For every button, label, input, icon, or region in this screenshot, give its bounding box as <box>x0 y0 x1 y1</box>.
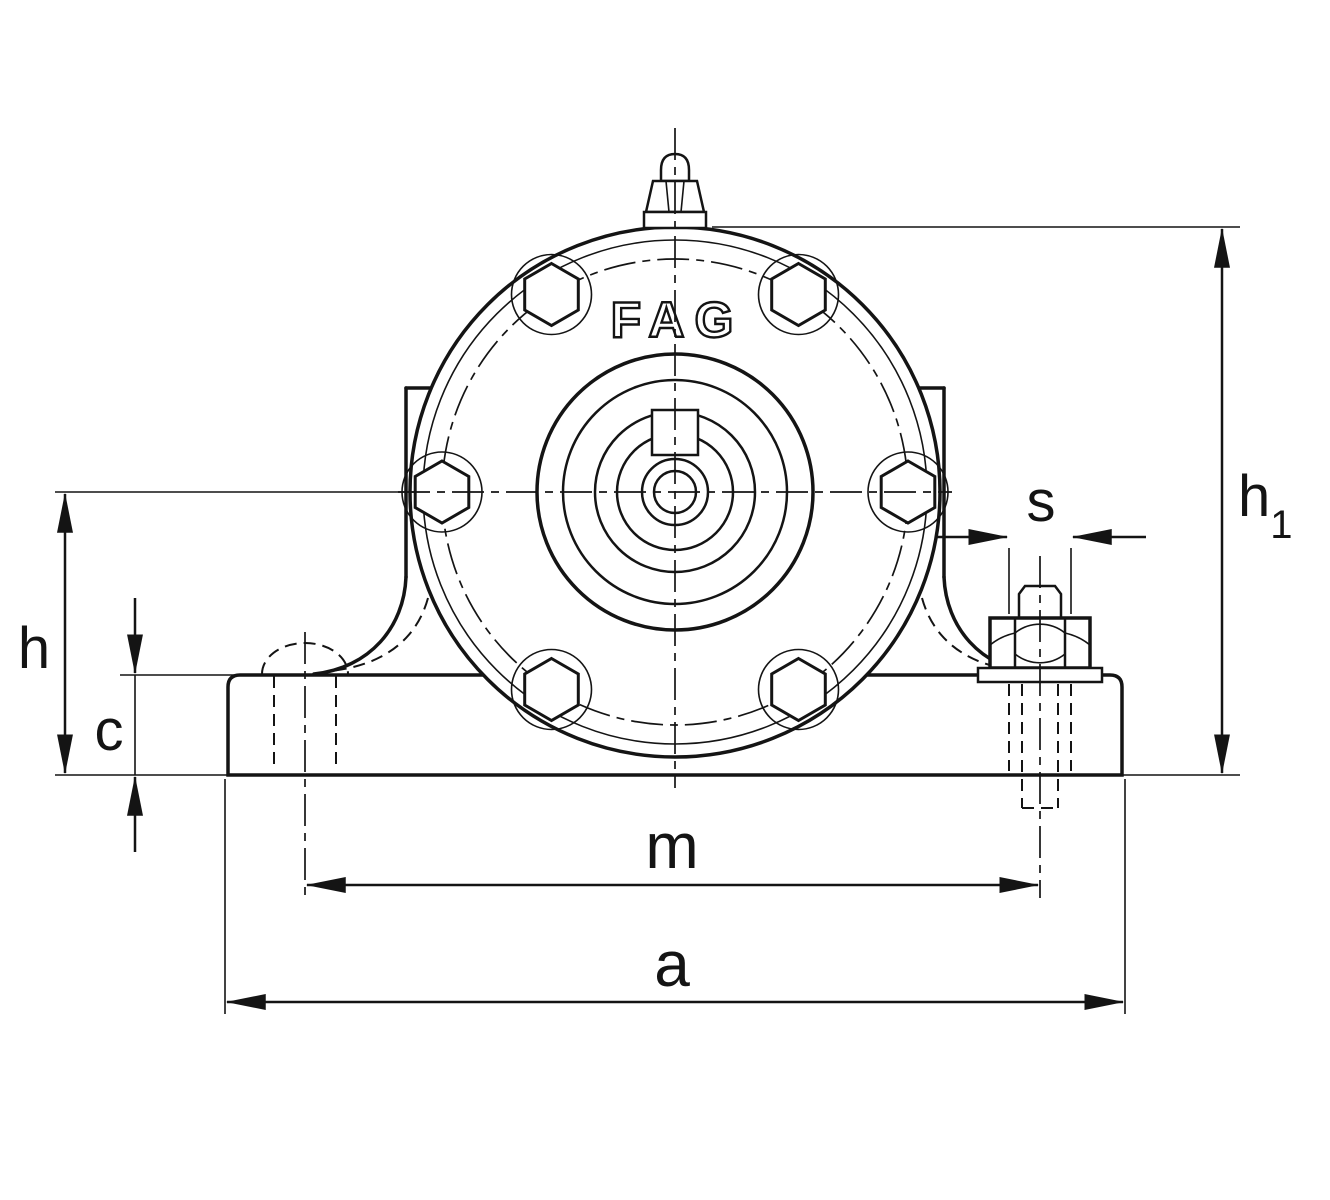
dim-label-h1-sub: 1 <box>1270 503 1292 547</box>
hex-bolt-top-right <box>757 253 840 336</box>
dim-label-m: m <box>645 810 698 882</box>
fag-logo: FAG <box>611 292 744 348</box>
hex-bolt-top-left <box>510 253 593 336</box>
grease-nipple-facet-left <box>665 180 670 213</box>
grease-nipple-facet-right <box>680 180 685 213</box>
dim-label-h1: h1 <box>1238 464 1293 547</box>
dim-label-c: c <box>95 698 124 763</box>
dim-label-h: h <box>18 616 50 681</box>
dimension-m: m <box>305 810 1040 893</box>
hex-bolt-bottom-right <box>757 648 840 731</box>
dimension-h1: h1 <box>712 226 1293 776</box>
nut-chamfer-arc-bottom <box>1014 653 1066 664</box>
dimension-s: s <box>935 469 1146 614</box>
nut-chamfer-arc-top-left <box>989 632 1016 646</box>
dimensions: h1 h c s m <box>18 226 1293 1014</box>
dim-label-a: a <box>654 928 690 1000</box>
left-foot-inner-curve <box>329 597 429 672</box>
dimension-h: h <box>18 491 415 776</box>
centerlines <box>304 128 1041 898</box>
dimension-a: a <box>224 779 1126 1014</box>
nut-chamfer-arc-top-right <box>1064 632 1091 646</box>
dimension-c: c <box>95 598 234 852</box>
hex-bolt-bottom-left <box>510 648 593 731</box>
dim-label-h1-base: h <box>1238 464 1270 529</box>
dim-label-s: s <box>1027 469 1056 534</box>
left-foot-curve <box>312 575 408 676</box>
